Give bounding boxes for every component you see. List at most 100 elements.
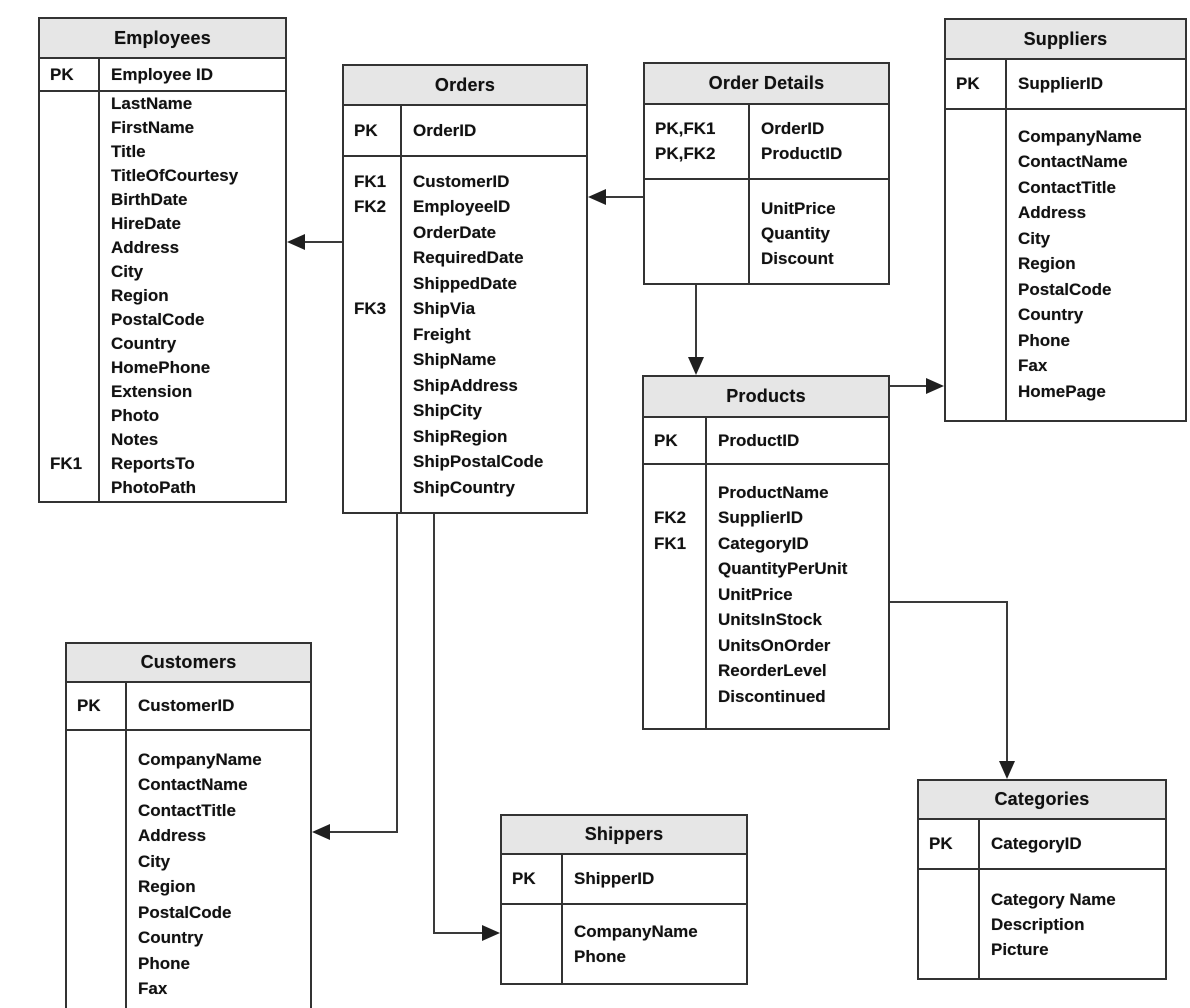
key-column-divider [705,418,707,728]
relation-orderdetails-orders-arrowhead-icon [588,189,606,205]
table-row: ShipCity [344,399,586,425]
table-row: CompanyName [502,919,746,944]
table-row: Address [40,236,285,260]
relation-orders-customers-line-v [396,514,398,833]
field-cell: Country [1018,305,1084,325]
relation-orderdetails-orders-line [604,196,643,198]
field-cell: Fax [1018,356,1048,376]
relation-orders-employees-line [303,241,342,243]
field-cell: ProductName [718,482,829,502]
field-cell: ShipperID [574,869,655,888]
table-row: CompanyName [67,747,310,773]
table-row: Picture [919,937,1165,962]
field-cell: Notes [111,430,159,449]
table-row: UnitPrice [644,582,888,608]
table-row: ContactName [946,150,1185,176]
key-cell: PK [50,64,74,84]
table-row: City [946,226,1185,252]
table-row: HomePage [946,379,1185,405]
key-cell: PK [654,430,678,450]
field-cell: PostalCode [111,310,205,329]
table-row: Extension [40,380,285,404]
table-row: ReorderLevel [644,659,888,685]
table-header: Products [644,377,888,418]
field-cell: Quantity [761,223,830,243]
table-header: Categories [919,781,1165,820]
field-cell: OrderDate [413,222,497,242]
table-row: Fax [946,354,1185,380]
key-cell: FK1 [354,171,387,191]
field-cell: CompanyName [1018,126,1142,146]
table-row: Description [919,912,1165,937]
table-header: Employees [40,19,285,59]
field-cell: HireDate [111,214,181,233]
key-cell: PK [77,696,101,715]
table-row: Category Name [919,887,1165,912]
relation-orderdetails-products-arrowhead-icon [688,357,704,375]
relation-orders-shippers-line-v [433,514,435,934]
field-cell: CompanyName [138,749,262,769]
table-row: Region [40,284,285,308]
field-cell: CategoryID [991,834,1082,853]
relation-orders-customers-arrowhead-icon [312,824,330,840]
field-cell: ContactTitle [1018,177,1116,197]
key-cell: PK,FK1 [655,119,716,138]
field-cell: ShippedDate [413,273,517,293]
relation-products-suppliers-line [890,385,928,387]
key-column-divider [561,855,563,983]
table-row: Country [946,303,1185,329]
field-cell: CategoryID [718,533,809,553]
field-cell: Country [138,928,204,948]
field-cell: RequiredDate [413,248,524,268]
field-cell: ContactTitle [138,800,236,820]
relation-orders-shippers-line-h [433,932,484,934]
field-cell: QuantityPerUnit [718,559,848,579]
table-row: Region [67,875,310,901]
field-cell: Extension [111,382,193,401]
field-cell: Region [111,286,169,305]
field-cell: Title [111,142,146,161]
table-row: Photo [40,404,285,428]
table-title: Orders [434,74,496,95]
table-title: Products [726,386,806,406]
field-cell: TitleOfCourtesy [111,166,239,185]
field-cell: Phone [138,953,190,973]
table-row: PhotoPath [40,476,285,500]
relation-products-categories-arrowhead-icon [999,761,1015,779]
table-title: Employees [114,27,211,48]
field-cell: OrderID [413,120,477,140]
relation-products-suppliers-arrowhead-icon [926,378,944,394]
field-cell: Phone [1018,330,1070,350]
field-cell: PostalCode [138,902,232,922]
table-row: Phone [67,951,310,977]
key-column-divider [125,683,127,1008]
table-row: City [40,260,285,284]
table-row: Notes [40,428,285,452]
table-row: ShipPostalCode [344,450,586,476]
table-row: Phone [946,328,1185,354]
key-column-divider [400,106,402,512]
table-row: Country [67,926,310,952]
field-cell: Discontinued [718,686,826,706]
field-cell: ShipVia [413,299,476,319]
field-cell: UnitsInStock [718,610,822,630]
field-cell: CustomerID [413,171,510,191]
field-cell: PostalCode [1018,279,1112,299]
table-row: HireDate [40,212,285,236]
key-cell: FK2 [354,197,387,217]
table-row: Discontinued [644,684,888,710]
